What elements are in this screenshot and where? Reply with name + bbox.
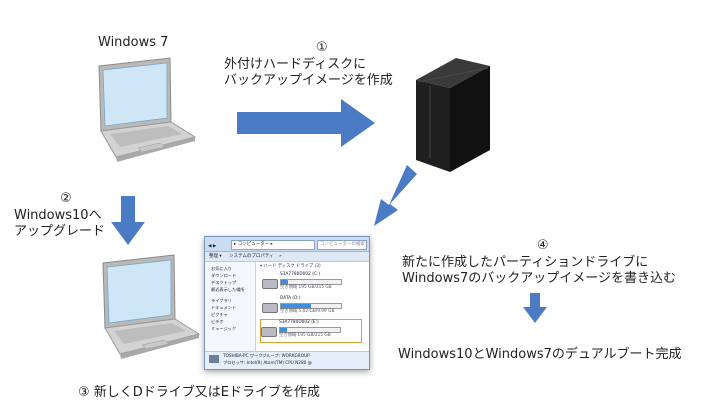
step1-line1: 外付けハードディスクに xyxy=(224,57,367,72)
nav-item[interactable]: 最近表示した場所 xyxy=(211,287,245,292)
nav-item[interactable]: デスクトップ xyxy=(211,280,237,285)
drive-usage-bar xyxy=(279,327,341,333)
hard-drive-icon xyxy=(262,303,278,313)
more-button[interactable]: » xyxy=(279,254,282,259)
nav-item[interactable]: ミュージック xyxy=(211,326,237,331)
search-field[interactable]: コンピューターの検索 xyxy=(317,240,367,250)
nav-buttons-icon[interactable]: ◀ ▶ xyxy=(208,244,217,249)
drive-size: 空き領域 195 GB/215 GB xyxy=(280,285,332,290)
details-pane: TOSHIBA-PC ワークグループ: WORKGROUP プロセッサ: Int… xyxy=(205,351,369,369)
step2-line2: アップグレード xyxy=(14,224,106,239)
drive-item-highlighted[interactable]: S3A7780D002 (E:) 空き領域 195 GB/215 GB xyxy=(260,319,362,343)
drive-group-header: ▾ ハード ディスク ドライブ (3) xyxy=(260,264,321,269)
computer-icon xyxy=(209,355,219,363)
drive-name: S3A7780D002 (C:) xyxy=(280,272,321,277)
status-line2: プロセッサ: Intel(R) Atom(TM) CPU N280 @ xyxy=(223,360,312,365)
step4-line1: 新たに作成したパーティションドライブに xyxy=(402,255,649,270)
system-properties-button[interactable]: システムのプロパティ xyxy=(229,254,274,259)
navigation-pane: お気に入り ダウンロード デスクトップ 最近表示した場所 ライブラリ ドキュメン… xyxy=(205,262,256,351)
step3-label: ③ 新しくDドライブ又はEドライブを作成 xyxy=(78,385,321,400)
step2-line1: Windows10へ xyxy=(14,208,102,223)
nav-item[interactable]: ライブラリ xyxy=(211,298,232,303)
content-pane: ▾ ハード ディスク ドライブ (3) S3A7780D002 (C:) 空き領… xyxy=(256,262,369,351)
windows7-label: Windows 7 xyxy=(98,35,169,50)
drive-size: 空き領域 5.02 GB/9.99 GB xyxy=(280,309,335,314)
external-hdd-icon xyxy=(416,58,490,172)
drive-item[interactable]: S3A7780D002 (C:) 空き領域 195 GB/215 GB xyxy=(262,272,360,294)
step1-line2: バックアップイメージを作成 xyxy=(224,73,393,88)
arrow-right-icon xyxy=(237,99,375,147)
drive-usage-bar xyxy=(280,303,342,309)
laptop-windows7-icon xyxy=(98,57,197,162)
drive-usage-bar xyxy=(280,279,342,285)
step4-line2: Windows7のバックアップイメージを書き込む xyxy=(402,271,677,286)
step2-number: ② xyxy=(60,191,72,206)
nav-item[interactable]: ビデオ xyxy=(211,319,224,324)
status-line1: TOSHIBA-PC ワークグループ: WORKGROUP xyxy=(223,353,310,358)
result-label: Windows10とWindows7のデュアルブート完成 xyxy=(398,347,682,362)
hard-drive-icon xyxy=(261,327,277,337)
nav-item[interactable]: ドキュメント xyxy=(211,305,237,310)
nav-item[interactable]: お気に入り xyxy=(211,266,232,271)
drive-name: S3A7780D002 (E:) xyxy=(279,320,319,325)
arrow-diagonal-icon xyxy=(374,165,417,226)
nav-item[interactable]: ダウンロード xyxy=(211,273,237,278)
nav-item[interactable]: ピクチャ xyxy=(211,312,228,317)
step4-number: ④ xyxy=(537,238,549,253)
explorer-window: ◀ ▶ ▸ コンピューター ▸ コンピューターの検索 整理 ▾ システムのプロパ… xyxy=(204,236,370,370)
organize-button[interactable]: 整理 ▾ xyxy=(209,254,222,259)
step1-number: ① xyxy=(316,40,328,55)
laptop-windows10-icon xyxy=(102,254,201,359)
drive-item[interactable]: DATA (D:) 空き領域 5.02 GB/9.99 GB xyxy=(262,296,360,318)
drive-size: 空き領域 195 GB/215 GB xyxy=(279,333,331,338)
arrow-down-small-icon xyxy=(523,293,547,323)
address-bar: ◀ ▶ ▸ コンピューター ▸ コンピューターの検索 xyxy=(205,237,369,252)
arrow-down-icon xyxy=(111,196,145,245)
toolbar: 整理 ▾ システムのプロパティ » xyxy=(205,252,369,262)
hard-drive-icon xyxy=(262,279,278,289)
address-field[interactable]: ▸ コンピューター ▸ xyxy=(231,240,315,250)
drive-name: DATA (D:) xyxy=(280,296,301,301)
